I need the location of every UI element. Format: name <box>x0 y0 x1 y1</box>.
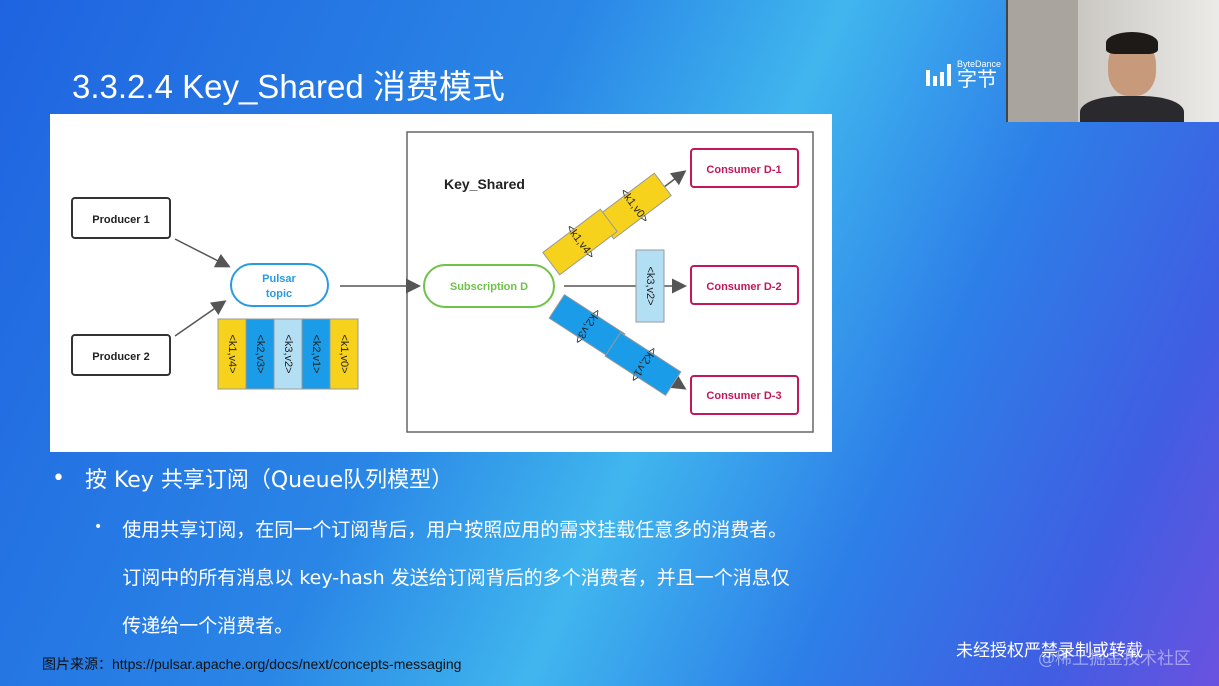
key-shared-diagram: Key_Shared Producer 1 Producer 2 Pulsar … <box>50 114 832 452</box>
slide-title: 3.3.2.4 Key_Shared 消费模式 <box>72 68 505 105</box>
subscription-d-node <box>423 264 555 308</box>
brand-name-cn: 字节 <box>957 67 997 91</box>
message-tag-k2v1: <k2,v1> <box>604 331 682 397</box>
consumer-d2-box <box>690 265 799 305</box>
consumer-d3-label: Consumer D-3 <box>706 390 781 402</box>
sub-bullet-line: 使用共享订阅，在同一个订阅背后，用户按照应用的需求挂载任意多的消费者。 <box>122 519 788 541</box>
bullet-dot-icon: • <box>94 519 103 535</box>
key-shared-label: Key_Shared <box>444 176 525 192</box>
bullet-key-shared: • 按 Key 共享订阅（Queue队列模型） <box>52 462 453 494</box>
bytedance-logo: ByteDance 字节 <box>926 60 1001 89</box>
producer-2-label: Producer 2 <box>92 351 149 363</box>
message-tag-k1v0: <k1,v0> <box>596 172 672 240</box>
community-watermark: @稀土掘金技术社区 <box>1038 649 1191 669</box>
consumer-d1-box <box>690 148 799 188</box>
queue-item: <k1,v4> <box>226 334 238 373</box>
queue-item: <k1,v0> <box>338 334 350 373</box>
subscription-d-label: Subscription D <box>450 281 528 293</box>
pulsar-topic-label-1: Pulsar <box>262 273 296 285</box>
consumer-d1-label: Consumer D-1 <box>706 164 781 176</box>
bullet-dot-icon: • <box>52 465 65 491</box>
brand-name-en: ByteDance <box>957 59 1002 69</box>
producer-1-box <box>71 197 171 239</box>
sub-bullet-line: 订阅中的所有消息以 key-hash 发送给订阅背后的多个消费者，并且一个消息仅 <box>122 567 790 589</box>
message-tag-k1v4: <k1,v4> <box>542 208 618 276</box>
presenter-webcam-video <box>1006 0 1219 122</box>
consumer-d3-box <box>690 375 799 415</box>
message-tag-k3v2: <k3,v2> <box>635 249 665 323</box>
queue-item: <k2,v3> <box>254 334 266 373</box>
consumer-d2-label: Consumer D-2 <box>706 281 781 293</box>
image-source-caption: 图片来源：https://pulsar.apache.org/docs/next… <box>42 656 462 672</box>
svg-text:<k3,v2>: <k3,v2> <box>644 266 656 305</box>
queue-item: <k3,v2> <box>282 334 294 373</box>
pulsar-topic-node <box>230 263 329 307</box>
queue-item: <k2,v1> <box>310 334 322 373</box>
bullet-text: 按 Key 共享订阅（Queue队列模型） <box>84 468 454 493</box>
producer-2-box <box>71 334 171 376</box>
message-tag-k2v3: <k2,v3> <box>548 293 626 359</box>
pulsar-topic-label-2: topic <box>266 288 292 300</box>
producer-1-label: Producer 1 <box>92 214 149 226</box>
sub-bullet-line: 传递给一个消费者。 <box>122 615 294 637</box>
copyright-watermark: 未经授权严禁录制或转载 <box>956 641 1143 661</box>
bytedance-logo-icon <box>926 63 951 86</box>
sub-bullet-description: • 使用共享订阅，在同一个订阅背后，用户按照应用的需求挂载任意多的消费者。 订阅… <box>94 515 924 659</box>
topic-message-queue: <k1,v4> <k2,v3> <k3,v2> <k2,v1> <k1,v0> <box>217 318 359 390</box>
